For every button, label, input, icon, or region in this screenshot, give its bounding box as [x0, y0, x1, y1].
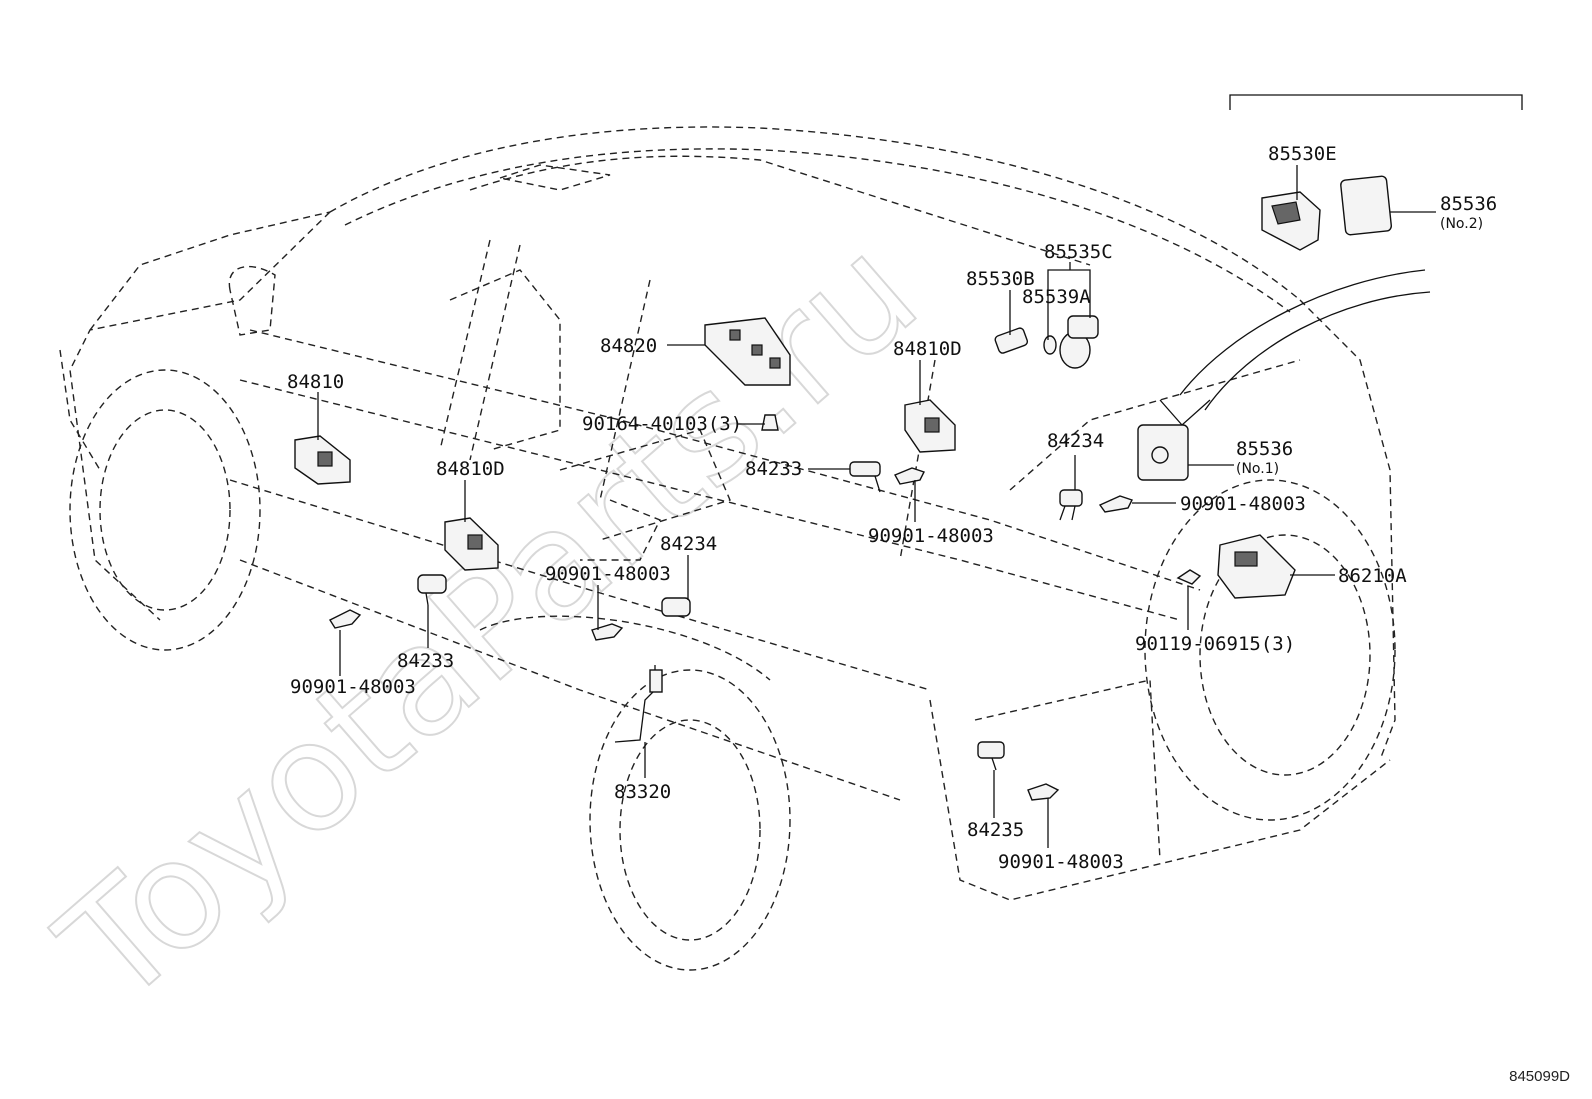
part-90901-bolt-right — [1098, 495, 1133, 513]
vehicle-outline — [59, 126, 1396, 971]
label-84810D-right: 84810D — [893, 338, 962, 360]
part-85530B — [994, 327, 1029, 354]
label-90901-left: 90901-48003 — [290, 676, 416, 698]
label-84810: 84810 — [287, 371, 344, 393]
label-85536-no2: 85536 — [1440, 193, 1497, 215]
label-85536-no1: 85536 — [1236, 438, 1293, 460]
label-90164: 90164-40103(3) — [582, 413, 742, 435]
part-90119-bolt — [1176, 569, 1202, 585]
part-84235 — [977, 741, 1005, 771]
part-90901-bolt-bottom — [1027, 783, 1060, 801]
part-90901-bolt-left — [328, 609, 362, 629]
part-84820 — [704, 317, 791, 386]
inset-arrow — [1159, 269, 1431, 426]
label-90119: 90119-06915(3) — [1135, 633, 1295, 655]
label-85530B: 85530B — [966, 268, 1035, 290]
leader-lines — [317, 165, 1436, 848]
part-85530E — [1261, 191, 1321, 251]
part-90901-bolt-center — [591, 623, 624, 641]
label-90901-mid: 90901-48003 — [868, 525, 994, 547]
label-84234-left: 84234 — [660, 533, 717, 555]
part-85539A — [1043, 315, 1099, 369]
label-84810D-left: 84810D — [436, 458, 505, 480]
label-84233-left: 84233 — [397, 650, 454, 672]
label-83320: 83320 — [614, 781, 671, 803]
label-84235: 84235 — [967, 819, 1024, 841]
part-84233-top — [849, 461, 881, 493]
part-84810D-left — [444, 517, 499, 571]
callout-labels: 85530E 85536 (No.2) 85535C 85530B 85539A… — [287, 143, 1497, 873]
part-90901-bolt-mid — [894, 467, 925, 485]
label-84233-top: 84233 — [745, 458, 802, 480]
part-90164-screw — [761, 414, 779, 431]
part-84234-left — [661, 597, 691, 617]
diagram-reference-code: 845099D — [1509, 1068, 1570, 1085]
label-85535C: 85535C — [1044, 241, 1113, 263]
part-83320-sensor — [614, 665, 663, 743]
label-84234-right: 84234 — [1047, 430, 1104, 452]
label-85539A: 85539A — [1022, 286, 1091, 308]
part-84233-left — [417, 574, 447, 606]
label-85536-no2-qty: (No.2) — [1440, 216, 1483, 232]
part-84810D-right — [904, 399, 956, 453]
label-85530E: 85530E — [1268, 143, 1337, 165]
label-90901-right: 90901-48003 — [1180, 493, 1306, 515]
part-84810 — [294, 435, 351, 485]
part-84234-right — [1059, 489, 1083, 521]
part-85536-no2 — [1340, 175, 1393, 236]
watermark-text: ToyotaParts.ru — [29, 205, 950, 1038]
label-85536-no1-qty: (No.1) — [1236, 461, 1279, 477]
label-90901-bottom: 90901-48003 — [998, 851, 1124, 873]
label-90901-center: 90901-48003 — [545, 563, 671, 585]
label-84820: 84820 — [600, 335, 657, 357]
part-85536-no1 — [1137, 424, 1189, 481]
inset-bracket — [1229, 94, 1523, 110]
part-86210A — [1217, 534, 1296, 599]
label-86210A: 86210A — [1338, 565, 1407, 587]
